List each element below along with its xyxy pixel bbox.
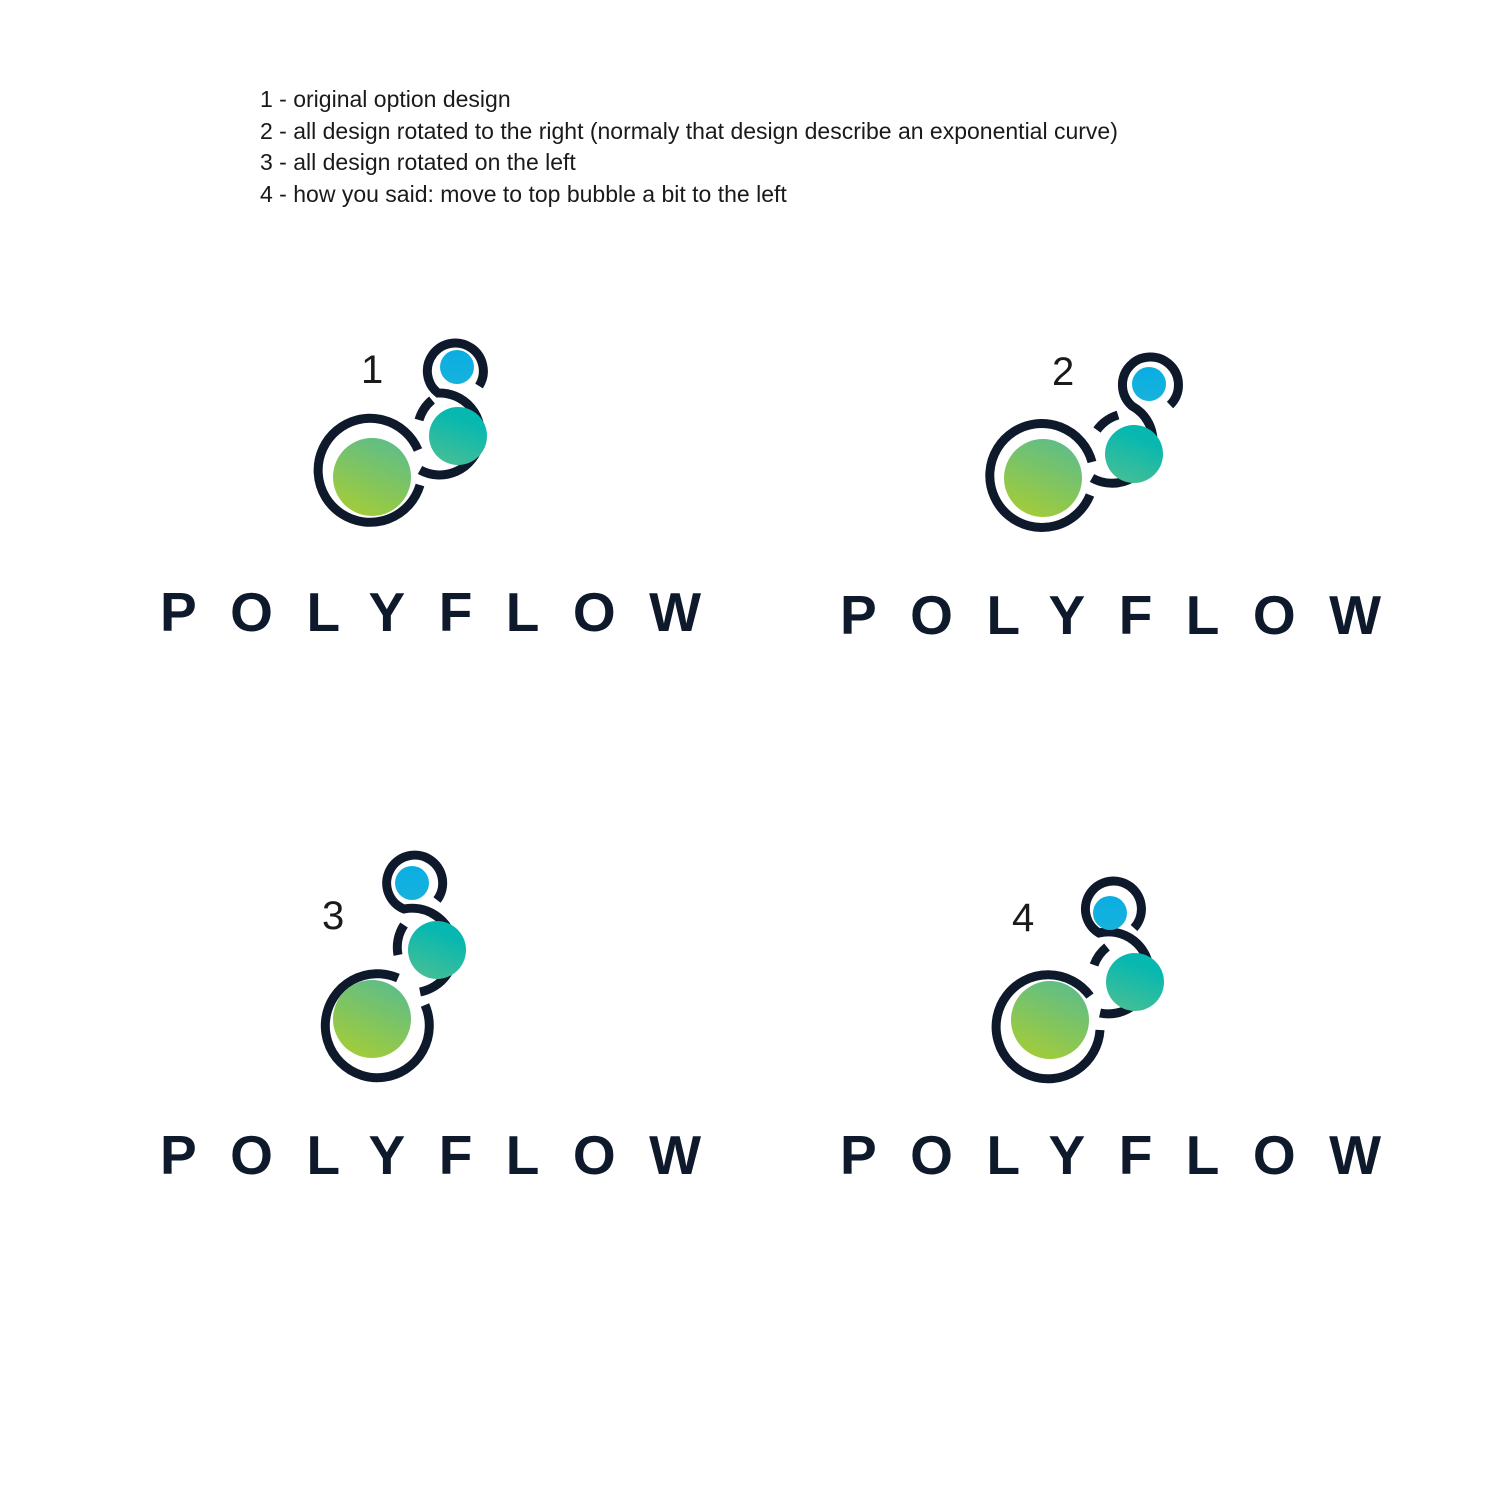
wordmark: POLYFLOW	[840, 1124, 1415, 1186]
note-1: 1 - original option design	[260, 86, 511, 112]
note-3: 3 - all design rotated on the left	[260, 149, 576, 175]
wordmark: POLYFLOW	[160, 1124, 735, 1186]
wordmark: POLYFLOW	[160, 581, 735, 643]
variant-number: 1	[361, 348, 384, 392]
variant-number: 4	[1012, 896, 1035, 940]
note-2: 2 - all design rotated to the right (nor…	[260, 117, 1118, 144]
note-4: 4 - how you said: move to top bubble a b…	[260, 180, 787, 207]
variant-number: 3	[322, 894, 345, 938]
variant-number: 2	[1052, 350, 1075, 394]
design-notes: 1 - original option design 2 - all desig…	[260, 84, 1118, 210]
wordmark: POLYFLOW	[840, 584, 1415, 646]
